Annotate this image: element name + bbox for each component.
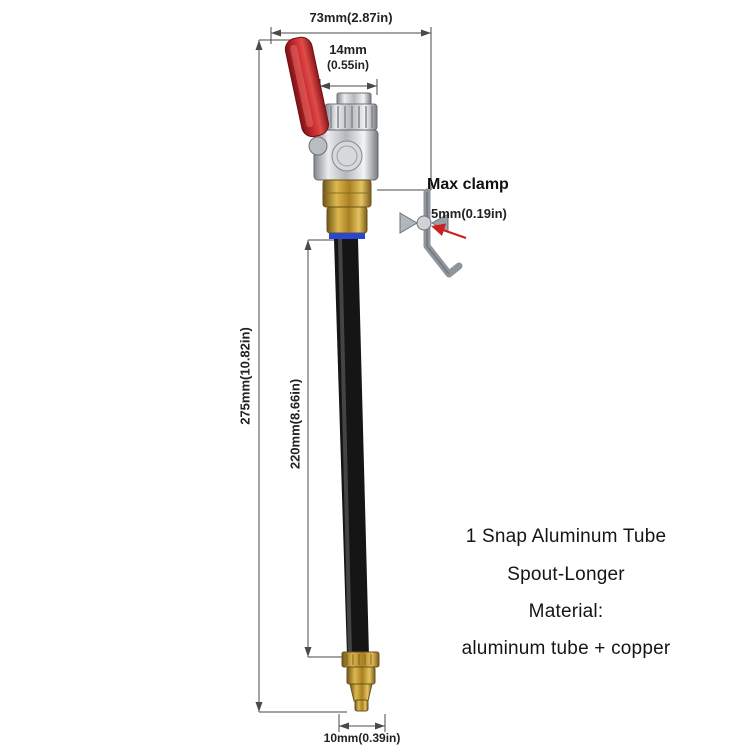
handle-pivot-nut [308,136,328,156]
brass-tip [341,651,380,712]
dim-label-top-width: 73mm(2.87in) [309,10,393,25]
clamp-thickness-label: 5mm(0.19in) [431,206,507,221]
spray-valve [313,92,379,181]
description-line-3: Material: [528,601,604,622]
clamp-pointer-arrow-icon [431,223,467,239]
dim-label-valve-width-in: (0.55in) [326,58,369,72]
valve-medallion [331,140,363,172]
dimension-arrowheads [255,29,431,730]
pole-clamp [399,188,463,278]
wingnut-left-wing [399,212,418,234]
wingnut-hub [416,215,432,231]
dim-label-total-length: 275mm(10.82in) [237,327,253,425]
description-line-4: aluminum tube + copper [461,638,671,659]
aluminum-tube [334,239,369,656]
knurl-lines [330,106,373,128]
description-line-1: 1 Snap Aluminum Tube [465,526,667,547]
blue-oring [329,233,365,239]
brass-fitting [322,179,372,234]
clamp-title-label: Max clamp [427,176,509,193]
dim-label-tip-width: 10mm(0.39in) [323,731,401,745]
valve-handle-red [284,36,329,138]
description-line-2: Spout-Longer [507,564,625,585]
dim-label-valve-width-mm: 14mm [329,42,367,57]
swivel-nut [324,103,378,131]
dim-label-tube-length: 220mm(8.66in) [287,378,303,470]
